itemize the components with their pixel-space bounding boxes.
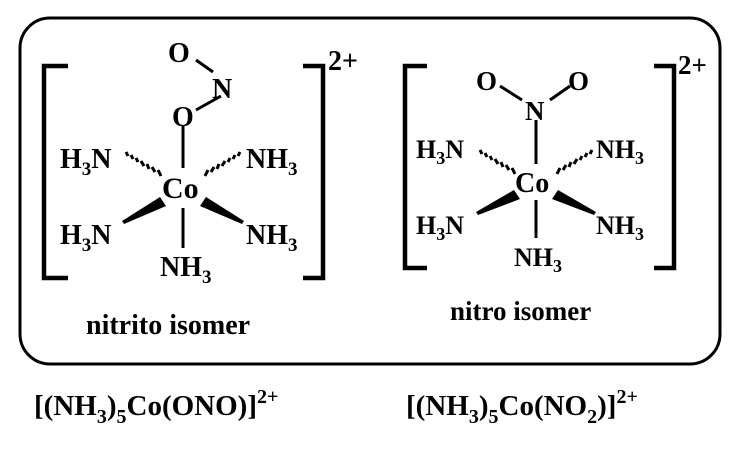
- nitro-wedge-lower-left: [476, 190, 520, 215]
- nitrito-bond-o-n: [195, 58, 214, 74]
- nitro-charge: 2+: [678, 50, 707, 80]
- nitrito-complex: O N O Co H3N NH3 H3N NH3 NH3 2+ nitrito …: [41, 38, 358, 341]
- nitrito-atom-n: N: [212, 74, 232, 105]
- nitro-atom-n: N: [525, 96, 545, 126]
- left-bracket-open: [41, 63, 68, 281]
- nitro-ligand-lower-left: H3N: [416, 211, 464, 244]
- nitro-ligand-lower-right: NH3: [596, 211, 644, 244]
- nitrito-hash-upper-left: [124, 151, 163, 177]
- nitrito-caption: nitrito isomer: [86, 310, 250, 341]
- nitro-atom-o-right: O: [568, 66, 589, 96]
- isomer-frame: [18, 16, 722, 366]
- nitro-metal-co: Co: [515, 168, 549, 199]
- formula-nitrito: [(NH3)5Co(ONO)]2+: [34, 386, 278, 428]
- nitrito-metal-co: Co: [162, 172, 199, 205]
- nitrito-atom-o-bound: O: [172, 102, 194, 133]
- nitro-ligand-bottom: NH3: [514, 243, 562, 276]
- nitrito-ligand-upper-left: H3N: [60, 144, 112, 180]
- nitro-caption: nitro isomer: [450, 296, 591, 326]
- nitro-ligand-upper-right: NH3: [596, 135, 644, 168]
- nitro-complex: O O N Co H3N NH3 H3N NH3 NH3 2+ nitro is…: [402, 50, 707, 326]
- nitro-hash-upper-right: [555, 149, 594, 175]
- nitrito-ligand-lower-right: NH3: [246, 220, 298, 256]
- nitro-atom-o-left: O: [476, 66, 497, 96]
- nitrito-bond-n-o: [195, 94, 222, 112]
- formula-nitro: [(NH3)5Co(NO2)]2+: [406, 386, 638, 428]
- right-bracket-open: [402, 63, 427, 271]
- nitrito-charge: 2+: [328, 46, 358, 77]
- nitrito-ligand-bottom: NH3: [160, 252, 212, 288]
- nitro-wedge-lower-right: [552, 190, 596, 215]
- nitro-bond-n-o-right: [549, 84, 571, 102]
- nitrito-wedge-lower-right: [200, 197, 244, 224]
- right-bracket-close: [654, 63, 677, 271]
- nitrito-ligand-upper-right: NH3: [246, 144, 298, 180]
- nitrito-atom-o-terminal: O: [168, 38, 190, 69]
- nitro-ligand-upper-left: H3N: [416, 135, 464, 168]
- nitro-bond-o-n-left: [499, 84, 523, 102]
- nitrito-hash-upper-right: [203, 151, 242, 177]
- nitrito-wedge-lower-left: [122, 197, 166, 224]
- nitrito-ligand-lower-left: H3N: [60, 220, 112, 256]
- left-bracket-close: [303, 63, 326, 281]
- nitro-hash-upper-left: [478, 149, 517, 175]
